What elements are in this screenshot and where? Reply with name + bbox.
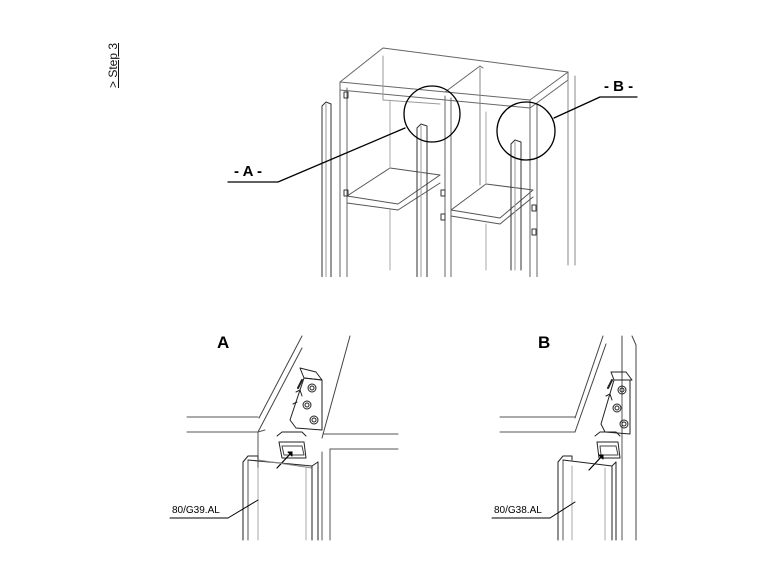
callout-label-a: - A - xyxy=(234,163,263,180)
callout-circle-a xyxy=(403,85,461,143)
part-label-b: 80/G38.AL xyxy=(494,505,542,516)
cabinet-overview xyxy=(321,47,578,279)
callout-circle-b xyxy=(496,101,556,161)
leader-line-b xyxy=(553,96,638,119)
part-label-a: 80/G39.AL xyxy=(172,505,220,516)
detail-b-letter: B xyxy=(538,333,551,352)
detail-a-drawing xyxy=(169,335,399,541)
leader-line-a xyxy=(227,127,406,183)
detail-b-drawing xyxy=(491,335,637,541)
detail-a-letter: A xyxy=(217,333,230,352)
callout-label-b: - B - xyxy=(604,78,634,95)
